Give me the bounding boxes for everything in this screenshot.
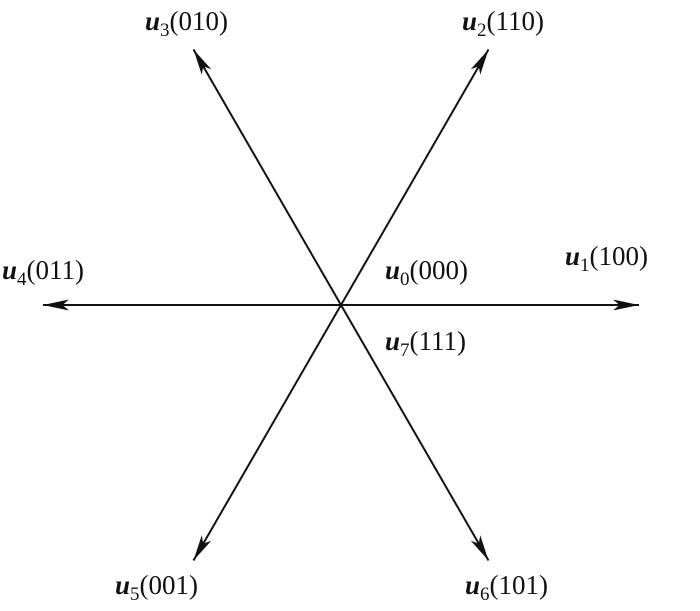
arrowhead-icon-u3 xyxy=(193,49,212,75)
vector-line-u3 xyxy=(192,49,342,306)
label-u5: u5(001) xyxy=(115,570,199,605)
arrowhead-icon-u1 xyxy=(613,299,639,311)
label-u6: u6(101) xyxy=(465,570,549,605)
vector-line-u2 xyxy=(340,49,490,306)
vector-line-u5 xyxy=(192,304,342,561)
label-u4: u4(011) xyxy=(2,255,85,290)
label-u1: u1(100) xyxy=(565,241,649,276)
vector-line-u6 xyxy=(340,304,490,561)
label-u3: u3(010) xyxy=(145,6,229,41)
arrowhead-icon-u6 xyxy=(470,535,489,561)
label-u2: u2(110) xyxy=(462,6,545,41)
arrowhead-icon-u2 xyxy=(470,49,489,75)
arrowhead-icon-u5 xyxy=(193,535,212,561)
label-u0: u0(000) xyxy=(385,255,469,290)
label-u7: u7(111) xyxy=(385,326,467,361)
arrowhead-icon-u4 xyxy=(43,299,69,311)
